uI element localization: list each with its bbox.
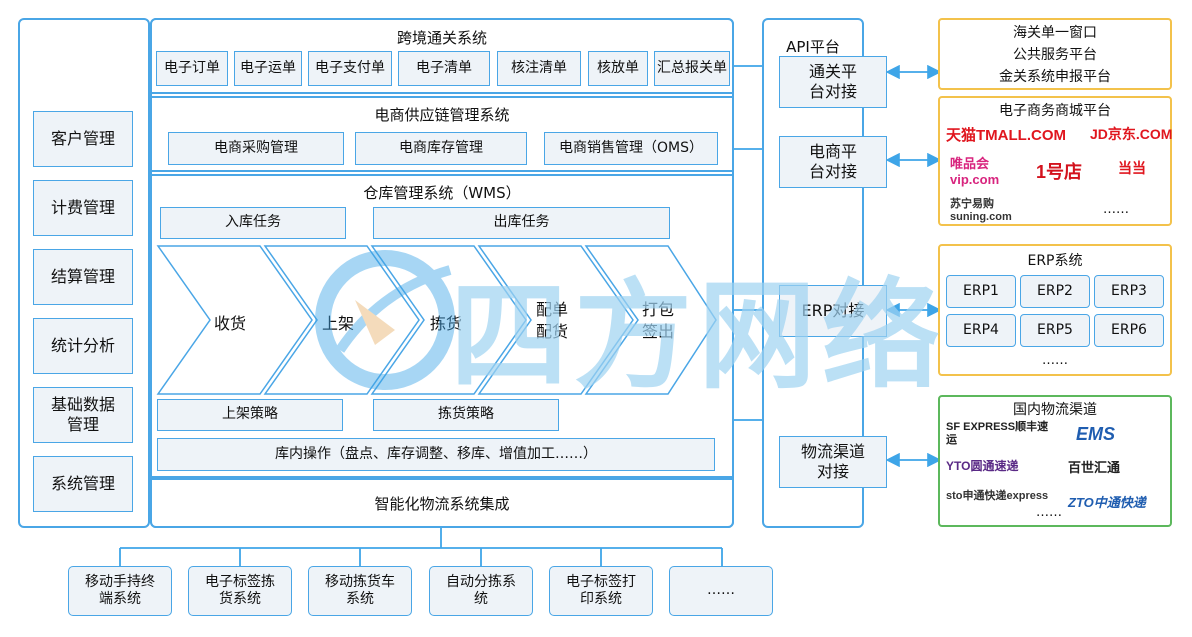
menu-item-system[interactable]: 系统管理 — [33, 456, 133, 512]
step-pack-chevron — [584, 245, 717, 395]
supply-chain-title: 电商供应链管理系统 — [374, 106, 510, 124]
customs-platform-golden-customs: 金关系统申报平台 — [999, 69, 1111, 85]
step-pick[interactable]: 拣货 — [429, 314, 462, 333]
dangdang-logo: 当当 — [1118, 160, 1146, 176]
yhd-logo: 1号店 — [1036, 162, 1083, 182]
device-more: …… — [669, 566, 773, 616]
supply-item-inventory[interactable]: 电商库存管理 — [355, 132, 527, 165]
step-receive-chevron — [156, 245, 313, 395]
supply-item-sales[interactable]: 电商销售管理（OMS） — [544, 132, 718, 165]
erp-item-1[interactable]: ERP1 — [946, 275, 1016, 308]
zto-logo: ZTO中通快递 — [1068, 495, 1146, 510]
sto-logo: sto申通快递express — [946, 490, 1049, 502]
step-receive[interactable]: 收货 — [213, 314, 246, 333]
supply-item-purchase[interactable]: 电商采购管理 — [168, 132, 344, 165]
device-label-printing[interactable]: 电子标签打印系统 — [549, 566, 653, 616]
inbound-task[interactable]: 入库任务 — [160, 207, 346, 239]
putaway-strategy[interactable]: 上架策略 — [157, 399, 343, 431]
outbound-task[interactable]: 出库任务 — [373, 207, 670, 239]
customs-item-list[interactable]: 电子清单 — [398, 51, 490, 86]
customs-item-verify-list[interactable]: 核注清单 — [497, 51, 581, 86]
step-pick-chevron — [370, 245, 527, 395]
sf-express-logo: SF EXPRESS顺丰速运 — [946, 421, 1049, 446]
customs-platform-public-service: 公共服务平台 — [1013, 47, 1097, 63]
yto-logo: YTO圆通速递 — [946, 459, 1019, 473]
step-pack[interactable]: 打包签出 — [641, 300, 674, 341]
api-customs-integration[interactable]: 通关平台对接 — [779, 56, 887, 108]
api-platform-title: API平台 — [786, 38, 840, 56]
picking-strategy[interactable]: 拣货策略 — [373, 399, 559, 431]
customs-platform-single-window: 海关单一窗口 — [1013, 25, 1097, 41]
customs-platforms-box — [938, 18, 1172, 90]
erp-box — [938, 244, 1172, 376]
erp-title: ERP系统 — [1027, 253, 1083, 269]
customs-item-waybill[interactable]: 电子运单 — [234, 51, 302, 86]
menu-item-basic-data[interactable]: 基础数据管理 — [33, 387, 133, 443]
erp-item-4[interactable]: ERP4 — [946, 314, 1016, 347]
erp-item-5[interactable]: ERP5 — [1020, 314, 1090, 347]
ecommerce-more: …… — [1103, 202, 1129, 217]
device-ptl-picking[interactable]: 电子标签拣货系统 — [188, 566, 292, 616]
customs-title: 跨境通关系统 — [396, 29, 487, 47]
menu-item-billing[interactable]: 计费管理 — [33, 180, 133, 236]
device-sorting[interactable]: 自动分拣系统 — [429, 566, 533, 616]
wms-title: 仓库管理系统（WMS） — [363, 184, 521, 202]
menu-item-settlement[interactable]: 结算管理 — [33, 249, 133, 305]
vip-logo: 唯品会vip.com — [950, 156, 1000, 187]
device-picking-cart[interactable]: 移动拣货车系统 — [308, 566, 412, 616]
ecommerce-box — [938, 96, 1172, 226]
logistics-channels-title: 国内物流渠道 — [1013, 402, 1097, 418]
logistics-integration-title: 智能化物流系统集成 — [374, 495, 510, 513]
customs-item-payment[interactable]: 电子支付单 — [308, 51, 392, 86]
logistics-channels-box — [938, 395, 1172, 527]
erp-item-3[interactable]: ERP3 — [1094, 275, 1164, 308]
menu-item-customer[interactable]: 客户管理 — [33, 111, 133, 167]
step-match[interactable]: 配单配货 — [535, 300, 568, 341]
customs-item-order[interactable]: 电子订单 — [156, 51, 228, 86]
ems-logo: EMS — [1076, 424, 1116, 444]
device-handheld[interactable]: 移动手持终端系统 — [68, 566, 172, 616]
customs-item-summary[interactable]: 汇总报关单 — [654, 51, 730, 86]
suning-logo: 苏宁易购suning.com — [950, 198, 1012, 223]
best-express-logo: 百世汇通 — [1068, 460, 1121, 475]
jd-logo: JD京东.COM — [1090, 126, 1173, 142]
warehouse-operations[interactable]: 库内操作（盘点、库存调整、移库、增值加工……） — [157, 438, 715, 471]
logistics-integration-section — [150, 478, 734, 528]
erp-item-2[interactable]: ERP2 — [1020, 275, 1090, 308]
logistics-more: …… — [1036, 505, 1062, 520]
api-erp-integration[interactable]: ERP对接 — [779, 285, 887, 337]
step-putaway[interactable]: 上架 — [321, 314, 354, 333]
erp-more: …… — [1042, 353, 1068, 368]
ecommerce-title: 电子商务商城平台 — [999, 103, 1111, 119]
step-putaway-chevron — [263, 245, 420, 395]
menu-item-statistics[interactable]: 统计分析 — [33, 318, 133, 374]
customs-item-release[interactable]: 核放单 — [588, 51, 648, 86]
erp-item-6[interactable]: ERP6 — [1094, 314, 1164, 347]
api-ecommerce-integration[interactable]: 电商平台对接 — [779, 136, 887, 188]
step-match-chevron — [477, 245, 634, 395]
tmall-logo: 天猫TMALL.COM — [946, 127, 1066, 144]
api-logistics-integration[interactable]: 物流渠道对接 — [779, 436, 887, 488]
